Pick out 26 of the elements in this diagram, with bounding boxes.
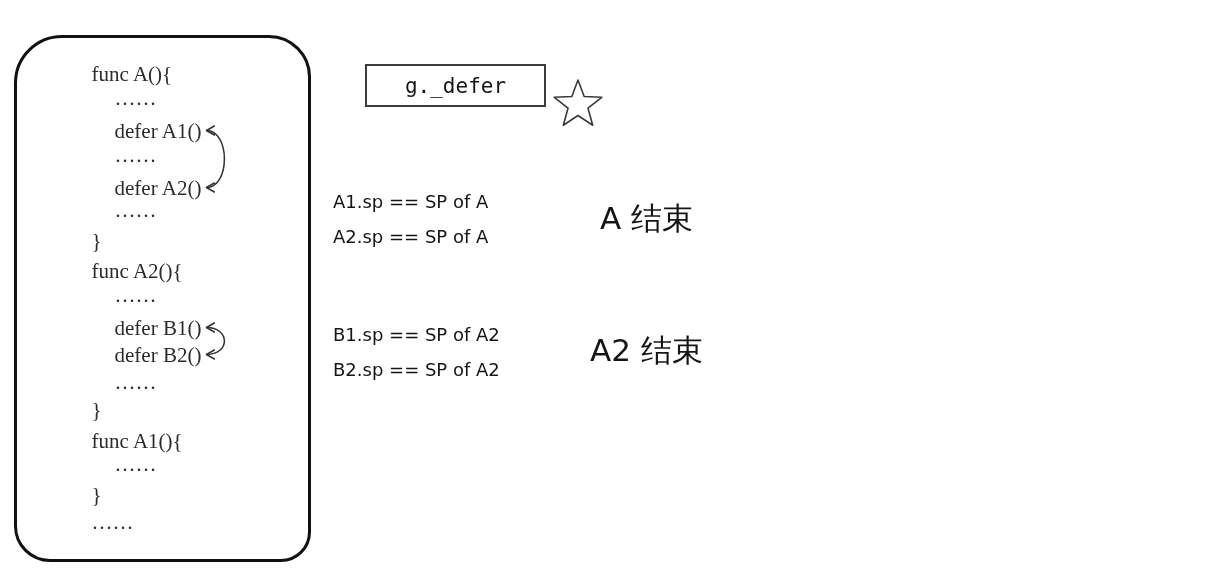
curved-arrow [205,126,226,192]
code-line: …… [114,282,157,308]
curved-arrow [205,323,226,359]
status-text: A 结束 [600,199,694,238]
variable-box: g._defer [365,64,546,107]
code-line: defer A1() [114,117,202,144]
code-line: func A2(){ [91,257,183,284]
code-line: …… [91,508,134,535]
note-text: A1.sp == SP of A [333,189,489,213]
code-line: } [91,396,102,423]
code-line: …… [114,368,157,395]
code-line: …… [114,85,157,111]
code-panel [14,35,311,562]
code-line: …… [114,451,157,477]
code-line: } [91,227,102,254]
code-line: …… [114,141,157,168]
status-text: A2 结束 [590,331,703,370]
note-text: A2.sp == SP of A [333,224,489,248]
code-line: func A(){ [91,60,173,87]
code-line: } [91,481,102,508]
note-text: B1.sp == SP of A2 [333,322,500,346]
note-text: B2.sp == SP of A2 [333,357,500,381]
star-icon [551,77,605,129]
code-line: defer B2() [114,341,202,368]
code-line: func A1(){ [91,427,183,454]
code-line: defer B1() [114,314,202,341]
